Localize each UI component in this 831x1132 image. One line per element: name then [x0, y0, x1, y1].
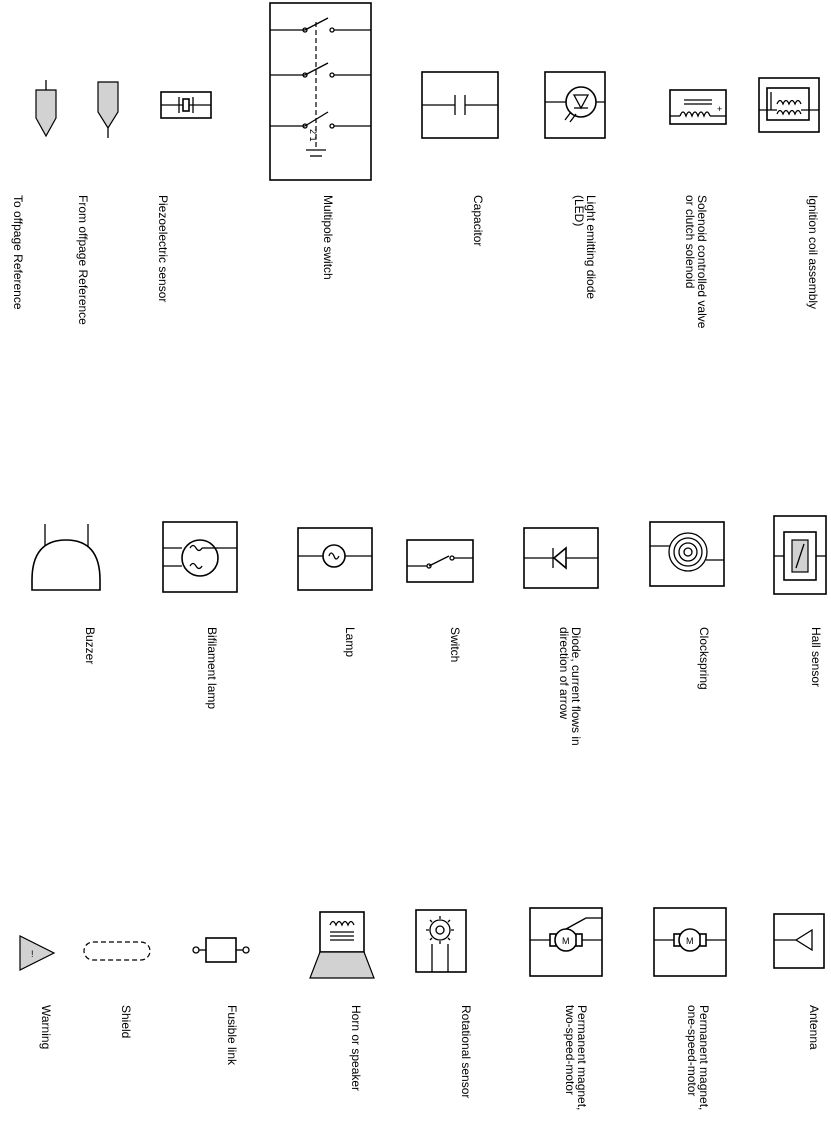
- motor-letter: M: [562, 936, 570, 946]
- switch-icon: [405, 0, 475, 583]
- capacitor-icon: [421, 0, 499, 180]
- motor-two-speed-icon: M: [528, 0, 603, 977]
- rotational-sensor-icon: [414, 0, 484, 973]
- antenna-icon: [772, 0, 831, 969]
- symbol-label: Antenna: [807, 1005, 821, 1050]
- multipole-switch-icon: 2 1: [269, 0, 372, 181]
- symbol-label: Fusible link: [225, 1005, 239, 1066]
- from-offpage-reference-icon: [75, 0, 145, 180]
- hall-sensor-icon: [772, 0, 831, 595]
- diode-icon: [522, 0, 599, 589]
- symbol-label: Shield: [119, 1005, 133, 1039]
- led-icon: [544, 0, 615, 180]
- symbol-label: Permanent magnet, one-speed-motor: [685, 1005, 711, 1111]
- multipole-switch-position-text: 2 1: [308, 129, 318, 142]
- buzzer-icon: [20, 0, 101, 591]
- shield-icon: [80, 0, 151, 961]
- solenoid-icon: +: [668, 0, 738, 180]
- symbol-label: Warning: [39, 1005, 53, 1050]
- motor-one-speed-icon: M: [652, 0, 727, 977]
- solenoid-plus-mark: +: [717, 104, 722, 114]
- bifilament-lamp-icon: [160, 0, 238, 593]
- fusible-link-icon: [188, 0, 258, 963]
- symbol-label: Permanent magnet, two-speed-motor: [563, 1005, 589, 1111]
- warning-icon: !: [14, 0, 84, 971]
- motor-letter: M: [686, 936, 694, 946]
- to-offpage-reference-icon: [10, 0, 80, 180]
- symbol-label: Rotational sensor: [459, 1005, 473, 1099]
- piezoelectric-sensor-icon: [155, 0, 225, 180]
- symbol-label: Horn or speaker: [349, 1005, 363, 1092]
- lamp-icon: [296, 0, 373, 591]
- ignition-coil-icon: [757, 0, 827, 180]
- warning-mark: !: [31, 949, 34, 959]
- clockspring-icon: [648, 0, 725, 587]
- horn-icon: [300, 0, 375, 979]
